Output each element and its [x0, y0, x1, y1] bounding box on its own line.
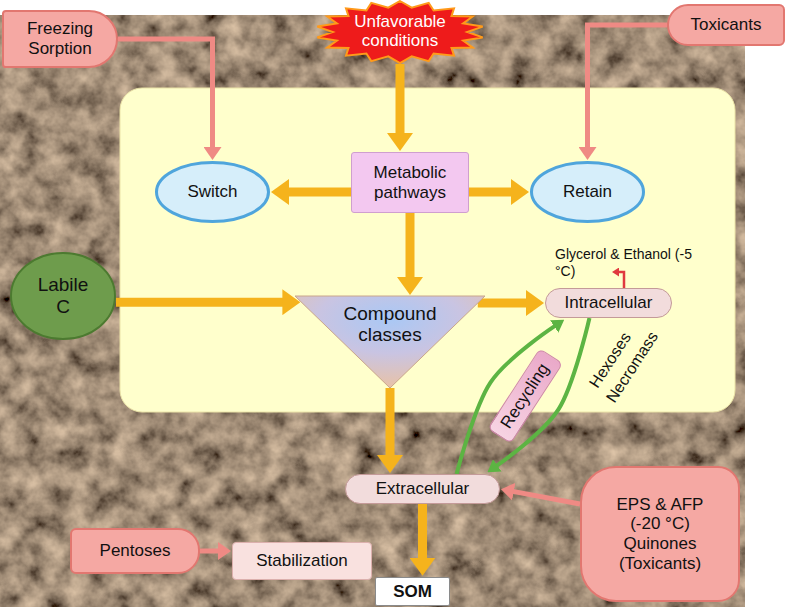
node-text: Toxicants — [691, 15, 762, 35]
node-text: Switch — [187, 182, 237, 202]
node-text: Freezing Sorption — [14, 19, 106, 58]
ellipse-shape — [532, 163, 644, 222]
node-text: Labile C — [32, 274, 94, 318]
node-text: Metabolic pathways — [360, 163, 460, 202]
soil-photo — [0, 15, 745, 607]
carbon-input-ellipse: Labile C — [10, 252, 116, 340]
stressor-blob: EPS & AFP (-20 °C) Quinones (Toxicants) — [580, 466, 740, 602]
node-text: Retain — [563, 182, 612, 202]
strategy-ellipse: Switch — [155, 161, 270, 223]
starburst-shape — [317, 1, 482, 63]
influence-arrow — [200, 549, 219, 554]
triangle-shape — [295, 296, 485, 388]
process-box: Metabolic pathways — [351, 152, 469, 213]
node-text: EPS & AFP (-20 °C) Quinones (Toxicants) — [605, 495, 715, 573]
node-text: Extracellular — [376, 479, 470, 499]
flow-arrow — [478, 299, 527, 308]
ellipse-shape — [11, 253, 115, 339]
ellipse-shape — [157, 163, 269, 222]
input-box: Pentoses — [70, 528, 200, 574]
node-text: SOM — [393, 582, 432, 602]
flow-arrow — [469, 188, 512, 197]
node-text: Stabilization — [256, 551, 348, 571]
node-text: Pentoses — [100, 541, 171, 561]
flow-arrow — [396, 64, 405, 134]
output-box: SOM — [375, 577, 450, 607]
stressor-box: Freezing Sorption — [2, 10, 118, 68]
flow-arrow — [406, 213, 415, 278]
influence-arrow — [588, 25, 668, 148]
pool-pill: Extracellular — [345, 474, 500, 504]
stressor-box: Toxicants — [667, 4, 785, 46]
node-text: Unfavorable conditions — [344, 13, 456, 50]
stressor-starburst: Unfavorable conditions — [315, 0, 485, 64]
flow-arrow — [386, 388, 395, 456]
flow-arrow — [288, 188, 351, 197]
funnel-triangle: Compound classes — [295, 296, 485, 388]
flow-arrow — [418, 504, 427, 559]
pool-pill: Intracellular — [545, 288, 672, 318]
annotation-label: Glycerol & Ethanol (-5 °C) — [555, 246, 695, 280]
process-box: Stabilization — [232, 542, 372, 580]
influence-arrow — [118, 39, 213, 148]
leader-arrow — [619, 272, 624, 288]
influence-arrow — [513, 491, 580, 504]
strategy-ellipse: Retain — [530, 161, 645, 223]
node-text: Intracellular — [565, 293, 653, 313]
node-text: Compound classes — [334, 304, 446, 346]
flow-arrow — [116, 298, 283, 307]
